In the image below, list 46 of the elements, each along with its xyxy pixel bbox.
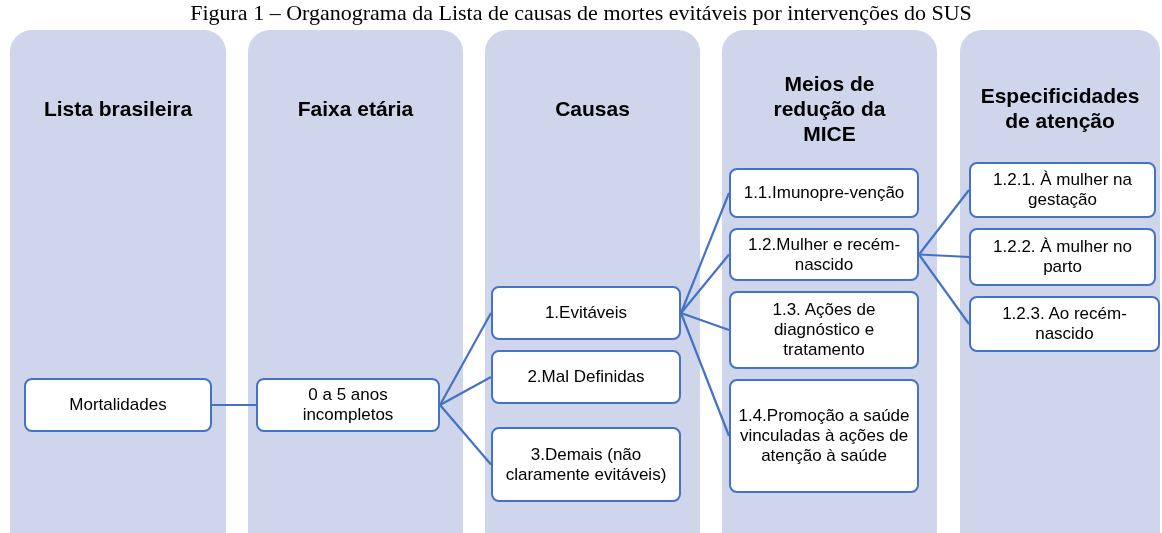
column-heading: Especificidades de atenção bbox=[979, 83, 1141, 133]
box-text: Mortalidades bbox=[69, 395, 167, 415]
column-heading: Faixa etária bbox=[297, 95, 414, 121]
category-box bbox=[24, 378, 212, 432]
column-heading: Lista brasileira bbox=[43, 95, 193, 121]
category-box bbox=[969, 162, 1156, 218]
column-band bbox=[722, 30, 937, 533]
column-band bbox=[248, 30, 463, 533]
connector-line bbox=[680, 253, 730, 314]
box-text: 3.Demais (não claramente evitáveis) bbox=[504, 444, 668, 485]
category-box bbox=[729, 291, 919, 369]
category-box bbox=[491, 350, 681, 404]
column-heading: Meios de redução da MICE bbox=[772, 70, 887, 146]
connector-line bbox=[918, 253, 970, 259]
column-heading: Causas bbox=[555, 95, 630, 121]
connector-line bbox=[679, 192, 731, 314]
category-box bbox=[969, 296, 1160, 352]
category-box bbox=[969, 228, 1156, 286]
category-box bbox=[491, 286, 681, 340]
box-text: 1.2.3. Ao recém-nascido bbox=[1001, 304, 1128, 344]
category-box bbox=[729, 228, 919, 281]
box-text: 1.4.Promoção a saúde vinculadas à ações de atenção à saúde bbox=[737, 406, 911, 466]
connector-line bbox=[679, 312, 731, 437]
category-box bbox=[729, 379, 919, 493]
connector-line bbox=[918, 253, 970, 325]
box-text: 1.Evitáveis bbox=[544, 303, 628, 323]
column-band bbox=[485, 30, 700, 533]
box-text: 1.1.Imunopre-venção bbox=[743, 183, 905, 203]
category-box bbox=[729, 168, 919, 218]
category-box bbox=[256, 378, 440, 432]
connector-line bbox=[918, 189, 970, 256]
connector-line bbox=[212, 403, 256, 407]
box-text: 1.2.2. À mulher no parto bbox=[992, 237, 1133, 277]
connector-line bbox=[680, 311, 730, 332]
box-text: 0 a 5 anos incompletos bbox=[301, 385, 395, 425]
column-band bbox=[10, 30, 226, 533]
box-text: 2.Mal Definidas bbox=[527, 367, 645, 387]
category-box bbox=[491, 427, 681, 502]
box-text: 1.2.Mulher e recém-nascido bbox=[746, 234, 902, 275]
connector-line bbox=[439, 312, 492, 406]
connector-line bbox=[439, 376, 492, 406]
box-text: 1.2.1. À mulher na gestação bbox=[992, 170, 1133, 210]
column-band bbox=[960, 30, 1160, 533]
connector-line bbox=[439, 404, 492, 466]
box-text: 1.3. Ações de diagnóstico e tratamento bbox=[771, 300, 877, 360]
figure-title: Figura 1 – Organograma da Lista de causas de mortes evitáveis por intervenções do SUS bbox=[189, 0, 973, 26]
